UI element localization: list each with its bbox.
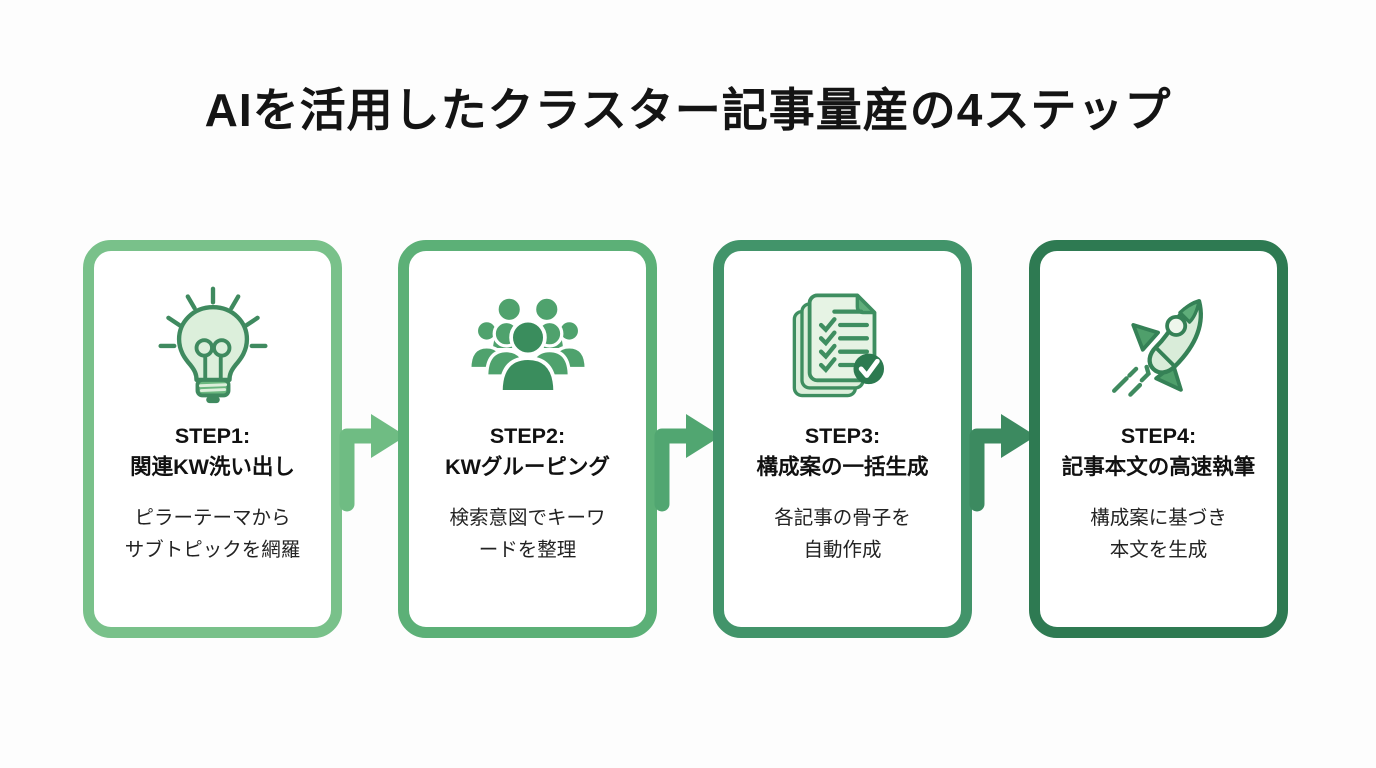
step-description: 構成案に基づき 本文を生成 [1090,507,1227,561]
arrow-right-icon [969,414,1036,512]
step-description: 各記事の骨子を 自動作成 [774,507,911,561]
documents-check-icon [781,281,905,409]
step-card-3: STEP3: 構成案の一括生成 各記事の骨子を 自動作成 [713,240,972,638]
step-heading: 構成案の一括生成 [756,455,929,480]
step-heading: 記事本文の高速執筆 [1061,455,1256,480]
step-card-1: STEP1: 関連KW洗い出し ピラーテーマから サブトピックを網羅 [83,240,342,638]
people-group-icon [467,281,589,409]
step-heading: KWグルーピング [445,455,610,480]
step-label: STEP4: [1120,424,1197,448]
arrow-right-icon [654,414,721,512]
step-title: STEP1: 関連KW洗い出し [130,421,295,483]
rocket-icon [1097,281,1221,409]
step-card-4: STEP4: 記事本文の高速執筆 構成案に基づき 本文を生成 [1029,240,1288,638]
step-heading: 関連KW洗い出し [130,455,295,480]
step-description: 検索意図でキーワ ードを整理 [449,507,606,561]
step-label: STEP3: [804,424,881,448]
arrow-right-icon [339,414,406,512]
step-label: STEP2: [489,424,566,448]
step-description: ピラーテーマから サブトピックを網羅 [124,507,301,561]
page-title: AIを活用したクラスター記事量産の4ステップ [204,84,1172,136]
step-title: STEP2: KWグルーピング [445,421,610,483]
step-card-2: STEP2: KWグルーピング 検索意図でキーワ ードを整理 [398,240,657,638]
lightbulb-icon [150,281,276,409]
step-title: STEP3: 構成案の一括生成 [756,421,928,483]
step-title: STEP4: 記事本文の高速執筆 [1062,421,1256,483]
step-label: STEP1: [174,424,251,448]
